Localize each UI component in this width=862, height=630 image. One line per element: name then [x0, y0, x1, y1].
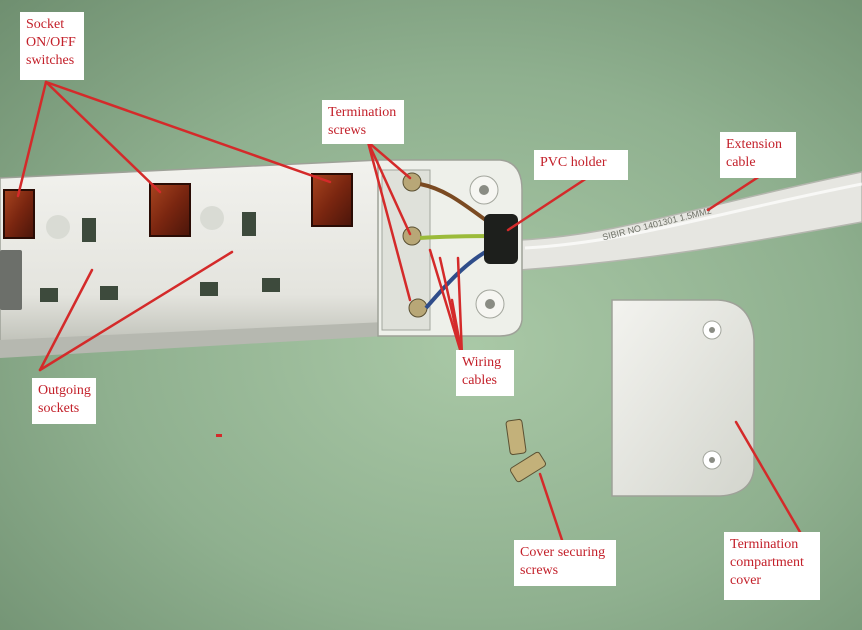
- label-wiring-cables: Wiring cables: [456, 350, 514, 396]
- label-line: screws: [520, 563, 559, 578]
- label-pvc-holder: PVC holder: [534, 150, 628, 180]
- switch-3: [311, 173, 353, 227]
- loose-screws: [505, 418, 547, 483]
- label-line: Socket: [26, 17, 65, 32]
- label-line: PVC holder: [540, 155, 607, 170]
- compartment-cover: [611, 299, 755, 497]
- switch-1: [3, 189, 35, 239]
- label-line: ON/OFF: [26, 35, 76, 50]
- label-compartment-cover: Termination compartment cover: [724, 532, 820, 600]
- label-line: sockets: [38, 401, 80, 416]
- label-line: screws: [328, 123, 367, 138]
- label-line: cover: [730, 573, 762, 588]
- label-line: Outgoing: [38, 383, 91, 398]
- label-line: cables: [462, 373, 497, 388]
- label-outgoing-sockets: Outgoing sockets: [32, 378, 96, 424]
- label-extension-cable: Extension cable: [720, 132, 796, 178]
- label-line: Cover securing: [520, 545, 606, 560]
- label-line: Extension: [726, 137, 782, 152]
- label-line: Termination: [328, 105, 397, 120]
- pvc-holder: [484, 214, 518, 264]
- annotation-arrows: [16, 80, 802, 542]
- label-socket-switches: Socket ON/OFF switches: [20, 12, 84, 80]
- label-termination-screws: Termination screws: [322, 100, 404, 144]
- label-line: cable: [726, 155, 756, 170]
- label-cover-securing-screws: Cover securing screws: [514, 540, 616, 586]
- label-line: Termination: [730, 537, 799, 552]
- label-line: compartment: [730, 555, 804, 570]
- label-line: Wiring: [462, 355, 502, 370]
- label-line: switches: [26, 53, 75, 68]
- switch-2: [149, 183, 191, 237]
